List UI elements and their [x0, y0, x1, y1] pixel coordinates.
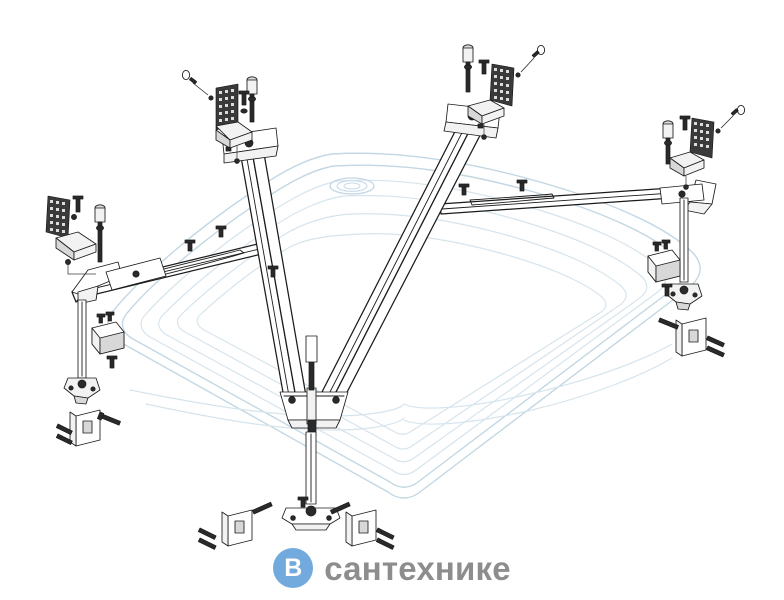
logo-badge: В — [273, 548, 314, 588]
wood-screw — [330, 501, 351, 515]
wall-mounting-plate — [675, 317, 707, 357]
wood-screw — [715, 108, 739, 134]
logo-wordmark: сантехнике — [324, 549, 511, 587]
wood-screw — [189, 77, 214, 101]
wood-screw — [252, 501, 273, 515]
adjustable-legs — [63, 197, 703, 531]
hex-bolt — [94, 204, 106, 263]
wood-screw — [55, 433, 73, 445]
wood-screw — [515, 50, 540, 78]
threaded-rod — [478, 59, 490, 75]
rail-bolt-markers — [184, 179, 528, 278]
frame-rails — [71, 103, 717, 437]
wood-screw — [197, 537, 217, 550]
wood-screw — [706, 335, 725, 348]
washer-ring — [181, 69, 191, 81]
perforated-angle-bracket — [45, 195, 97, 261]
bracket-kit-top-left — [181, 69, 258, 164]
wood-screw — [706, 345, 725, 358]
corner-hardware-left — [55, 311, 125, 447]
bracket-kit-far-left — [45, 195, 106, 275]
nut — [71, 214, 77, 220]
assembly-lead-line — [67, 265, 96, 275]
washer — [240, 108, 248, 114]
threaded-rod — [238, 90, 250, 106]
bottom-mounting-plates — [197, 501, 395, 550]
watermark-logo: В сантехнике — [0, 548, 784, 588]
perforated-angle-bracket — [215, 83, 253, 149]
drain-ring — [329, 177, 375, 195]
nut — [65, 259, 71, 265]
left-diagonal-strut — [221, 127, 307, 399]
wood-screw — [658, 317, 679, 330]
clamp-block — [91, 311, 125, 355]
logo-badge-letter: В — [284, 553, 303, 582]
center-junction-hub — [279, 335, 349, 437]
wood-screw — [375, 537, 395, 550]
wall-mounting-plate — [69, 409, 101, 447]
right-adjustable-leg — [665, 197, 703, 311]
wood-screw — [97, 411, 121, 426]
clamp-block — [647, 239, 681, 283]
wall-mounting-plate — [221, 509, 253, 547]
threaded-rod — [679, 115, 691, 131]
right-diagonal-strut — [321, 103, 501, 399]
bracket-kit-top-right — [462, 44, 546, 140]
hex-bolt — [246, 76, 258, 123]
right-side-rail — [439, 179, 717, 215]
washer-ring — [536, 44, 546, 56]
wood-screw — [375, 527, 395, 540]
perforated-angle-bracket — [669, 117, 715, 177]
hex-bolt — [462, 44, 474, 93]
left-side-rail — [71, 241, 271, 305]
bracket-kit-far-right — [662, 104, 746, 190]
wood-screw — [106, 355, 118, 369]
washer-ring — [736, 104, 746, 116]
corner-hardware-right — [647, 239, 725, 358]
wood-screw — [55, 423, 73, 435]
wood-screw — [197, 527, 217, 540]
left-adjustable-leg — [63, 299, 101, 405]
threaded-rod — [72, 195, 84, 213]
wood-screw — [661, 283, 673, 297]
wall-mounting-plate — [345, 509, 377, 547]
bathtub-outline — [107, 152, 701, 499]
perforated-angle-bracket — [467, 63, 515, 125]
center-adjustable-leg — [281, 431, 341, 531]
hex-bolt — [662, 120, 674, 165]
